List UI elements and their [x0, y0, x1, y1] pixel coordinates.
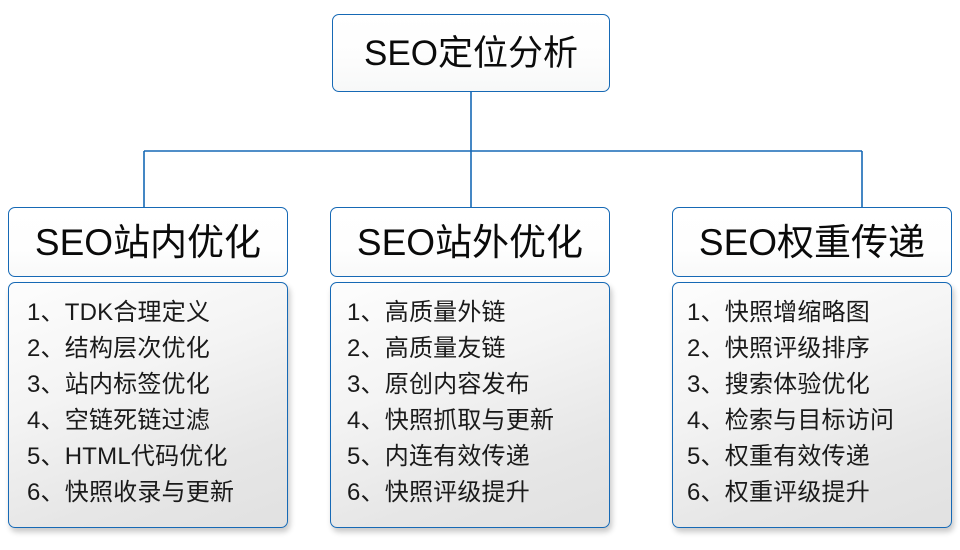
list-item: 5、内连有效传递 [347, 443, 530, 470]
list-item: 2、高质量友链 [347, 335, 506, 362]
list-item: 5、HTML代码优化 [27, 443, 228, 470]
list-item: 1、TDK合理定义 [27, 299, 211, 326]
branch-item-list-2: 1、高质量外链 2、高质量友链 3、原创内容发布 4、快照抓取与更新 5、内连有… [331, 295, 609, 511]
root-node[interactable]: SEO定位分析 [332, 14, 610, 92]
branch-header-3[interactable]: SEO权重传递 [672, 207, 952, 277]
list-item: 3、搜索体验优化 [687, 371, 870, 398]
branch-header-2[interactable]: SEO站外优化 [330, 207, 610, 277]
branch-item-list-3: 1、快照增缩略图 2、快照评级排序 3、搜索体验优化 4、检索与目标访问 5、权… [673, 295, 951, 511]
branch-body-2: 1、高质量外链 2、高质量友链 3、原创内容发布 4、快照抓取与更新 5、内连有… [330, 282, 610, 528]
branch-item-list-1: 1、TDK合理定义 2、结构层次优化 3、站内标签优化 4、空链死链过滤 5、H… [9, 295, 287, 511]
list-item: 6、快照评级提升 [347, 479, 530, 506]
list-item: 4、空链死链过滤 [27, 407, 210, 434]
list-item: 2、结构层次优化 [27, 335, 210, 362]
branch-column-1: SEO站内优化 1、TDK合理定义 2、结构层次优化 3、站内标签优化 4、空链… [8, 207, 288, 528]
root-node-title: SEO定位分析 [364, 33, 578, 73]
list-item: 2、快照评级排序 [687, 335, 870, 362]
branch-body-3: 1、快照增缩略图 2、快照评级排序 3、搜索体验优化 4、检索与目标访问 5、权… [672, 282, 952, 528]
list-item: 3、站内标签优化 [27, 371, 210, 398]
list-item: 5、权重有效传递 [687, 443, 870, 470]
branch-header-title-2: SEO站外优化 [356, 221, 584, 263]
branch-body-1: 1、TDK合理定义 2、结构层次优化 3、站内标签优化 4、空链死链过滤 5、H… [8, 282, 288, 528]
list-item: 3、原创内容发布 [347, 371, 530, 398]
branch-header-1[interactable]: SEO站内优化 [8, 207, 288, 277]
list-item: 1、高质量外链 [347, 299, 506, 326]
list-item: 6、快照收录与更新 [27, 479, 235, 506]
list-item: 6、权重评级提升 [687, 479, 870, 506]
list-item: 4、检索与目标访问 [687, 407, 895, 434]
list-item: 1、快照增缩略图 [687, 299, 870, 326]
branch-header-title-3: SEO权重传递 [698, 221, 926, 263]
branch-column-2: SEO站外优化 1、高质量外链 2、高质量友链 3、原创内容发布 4、快照抓取与… [330, 207, 610, 528]
list-item: 4、快照抓取与更新 [347, 407, 555, 434]
branch-column-3: SEO权重传递 1、快照增缩略图 2、快照评级排序 3、搜索体验优化 4、检索与… [672, 207, 952, 528]
branch-header-title-1: SEO站内优化 [34, 221, 262, 263]
